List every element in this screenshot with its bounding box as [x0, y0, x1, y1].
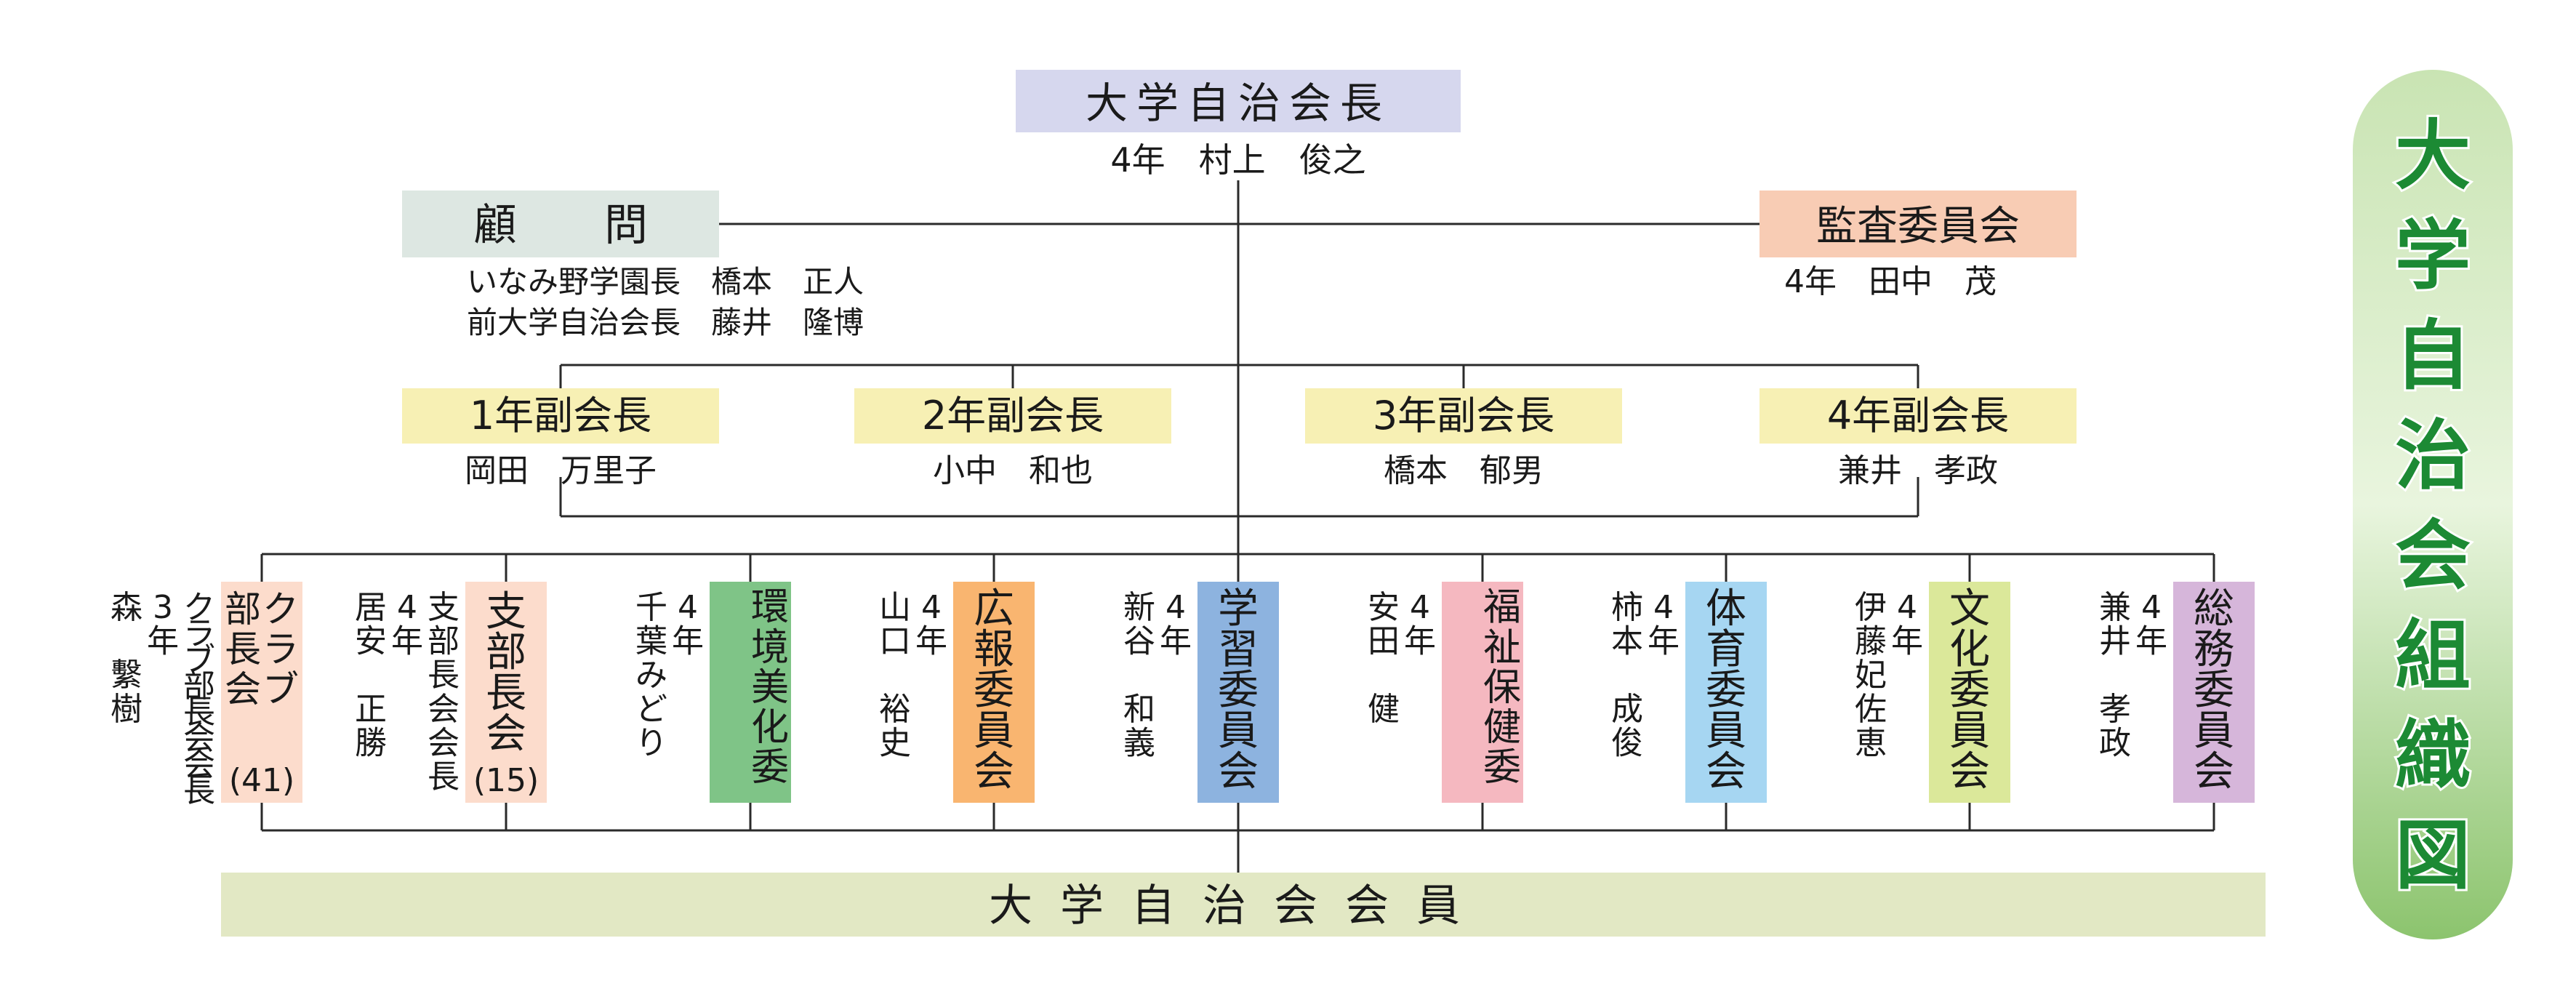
- committee-label-count: (41): [229, 762, 294, 799]
- committee-label: 福祉保健委: [1483, 586, 1521, 790]
- committee-box: [221, 582, 302, 803]
- connector-lines: [260, 180, 2215, 873]
- vice-president-box: [1305, 388, 1622, 444]
- committee-label-count: (15): [473, 762, 539, 799]
- members-label: 大学自治会会員: [989, 881, 1488, 931]
- vice-president-box: [402, 388, 719, 444]
- committee-label: 文化委員会: [1949, 585, 1990, 795]
- advisor-member-2: 前大学自治会長 藤井 隆博: [467, 305, 864, 340]
- members-box: [221, 873, 2266, 937]
- committee-chair-text: 居安 正勝: [355, 589, 387, 762]
- audit-box: [1760, 191, 2077, 257]
- advisor-node: 顧 問 いなみ野学園長 橋本 正人 前大学自治会長 藤井 隆博: [402, 191, 864, 340]
- committee-box: [465, 582, 547, 803]
- president-node: 大学自治会長 4年 村上 俊之: [1016, 70, 1461, 180]
- vice-president-member: 小中 和也: [933, 452, 1093, 489]
- members-node: 大学自治会会員: [221, 873, 2266, 937]
- president-member: 4年 村上 俊之: [1110, 140, 1365, 180]
- audit-label: 監査委員会: [1816, 203, 2020, 250]
- committee-box: [2173, 582, 2255, 803]
- committee-label: 広報委員会: [974, 585, 1014, 795]
- committee-chair-text: 兼井 孝政: [2099, 589, 2131, 762]
- committee-chair-text: 支部長会会長: [428, 589, 460, 795]
- committee-label: クラブ: [262, 588, 299, 710]
- president-label: 大学自治会長: [1086, 79, 1391, 128]
- vice-president-member: 兼井 孝政: [1838, 452, 1998, 489]
- advisor-box: [402, 191, 719, 257]
- title-characters: 大学自治会組織図: [2395, 111, 2471, 900]
- committee-box: [953, 582, 1035, 803]
- committee-chair-text: 森 繫樹: [111, 589, 143, 728]
- committee-label: 体育委員会: [1706, 585, 1746, 795]
- committee-chair-text: 安田 健: [1368, 589, 1400, 728]
- vice-president-box: [1760, 388, 2077, 444]
- president-box: [1016, 70, 1461, 132]
- committee-box: [1197, 582, 1279, 803]
- advisor-member-1: いなみ野学園長 橋本 正人: [467, 264, 864, 300]
- vice-president-member: 橋本 郁男: [1384, 452, 1544, 489]
- vice-president-label: 1年副会長: [470, 393, 651, 438]
- committee-chair-text: 山口 裕史: [879, 589, 911, 762]
- vice-president-label: 2年副会長: [922, 393, 1104, 438]
- committee-chair-text: 新谷 和義: [1123, 589, 1155, 762]
- committee-chair-text: 伊藤妃佐恵: [1855, 589, 1887, 762]
- committee-box: [710, 582, 791, 803]
- vice-president-label: 4年副会長: [1827, 393, 2009, 438]
- title-pill: [2353, 70, 2513, 939]
- committee-label: 支部長会: [486, 588, 526, 758]
- vice-president-label: 3年副会長: [1373, 393, 1554, 438]
- committee-label: 部長会: [225, 588, 261, 710]
- committee-chair-text: 千葉みどり: [635, 589, 667, 762]
- title-text: 大学自治会組織図: [2393, 109, 2473, 902]
- committee-label: 環境美化委: [751, 586, 789, 790]
- committee-box: [1442, 582, 1523, 803]
- audit-member: 4年 田中 茂: [1784, 263, 1997, 300]
- committee-label: 学習委員会: [1218, 585, 1259, 795]
- committee-box: [1929, 582, 2010, 803]
- vice-president-member: 岡田 万里子: [465, 452, 657, 489]
- chart-title: 大学自治会組織図: [2353, 70, 2513, 939]
- advisor-label: 顧 問: [473, 200, 648, 251]
- committee-box: [1685, 582, 1767, 803]
- committee-label: 総務委員会: [2194, 585, 2234, 795]
- committee-chair-text: 柿本 成俊: [1611, 589, 1643, 762]
- audit-node: 監査委員会 4年 田中 茂: [1760, 191, 2077, 300]
- vice-president-box: [854, 388, 1171, 444]
- committee-chair-text: クラブ部長会会長: [183, 589, 215, 809]
